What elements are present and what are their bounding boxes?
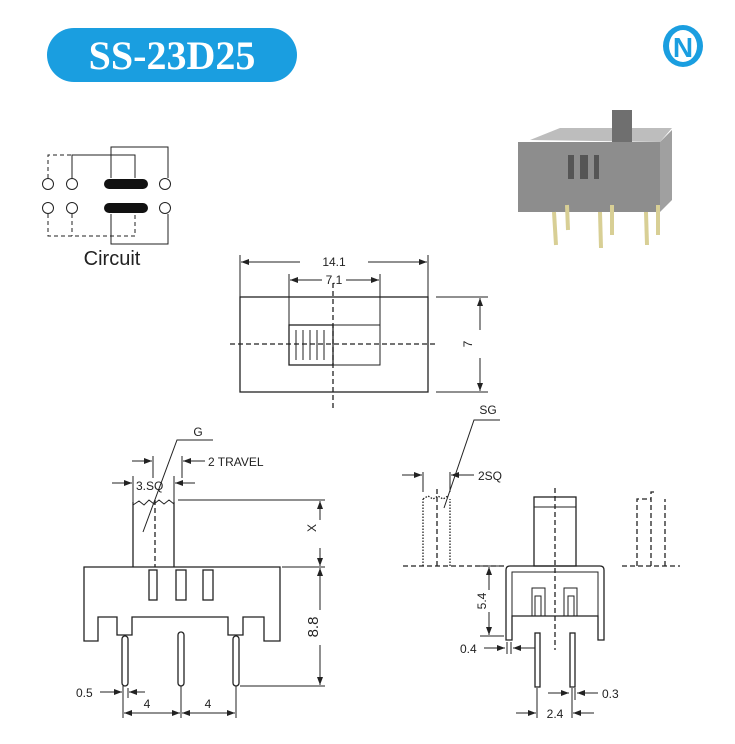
dim-actuator-size: 3.SQ (136, 479, 163, 493)
title-badge: SS-23D25 (47, 28, 297, 82)
dim-actuator-height: X (305, 524, 319, 532)
dim-pitch-2: 4 (205, 697, 212, 711)
label-actuator: G (193, 425, 202, 439)
dim-body-height: 8.8 (305, 617, 322, 638)
label-front-actuator: SG (479, 403, 496, 417)
dim-overall-length: 14.1 (322, 255, 346, 269)
front-view: SG 2SQ 5.4 0.4 0.3 2.4 (402, 403, 680, 721)
dim-front-body-height: 5.4 (475, 592, 489, 609)
dim-pin-pitch: 2.4 (547, 707, 564, 721)
top-view: 14.1 7.1 7 (230, 255, 488, 410)
dim-travel: 2 TRAVEL (208, 455, 264, 469)
product-image (518, 110, 672, 249)
product-title: SS-23D25 (89, 33, 256, 78)
circuit-label: Circuit (84, 248, 141, 270)
dim-wall: 0.4 (460, 642, 477, 656)
dim-pitch-1: 4 (144, 697, 151, 711)
side-view: G 2 TRAVEL 3.SQ X 8.8 0.5 4 4 (76, 425, 325, 718)
dim-slot-length: 7.1 (326, 273, 343, 287)
dim-pin-thickness: 0.3 (602, 687, 619, 701)
circuit-diagram: Circuit (42, 146, 171, 270)
dim-width: 7 (461, 340, 475, 347)
logo-letter: N (673, 32, 693, 63)
brand-logo: N (663, 25, 703, 67)
dim-pin-width: 0.5 (76, 686, 93, 700)
dim-front-actuator-size: 2SQ (478, 469, 502, 483)
